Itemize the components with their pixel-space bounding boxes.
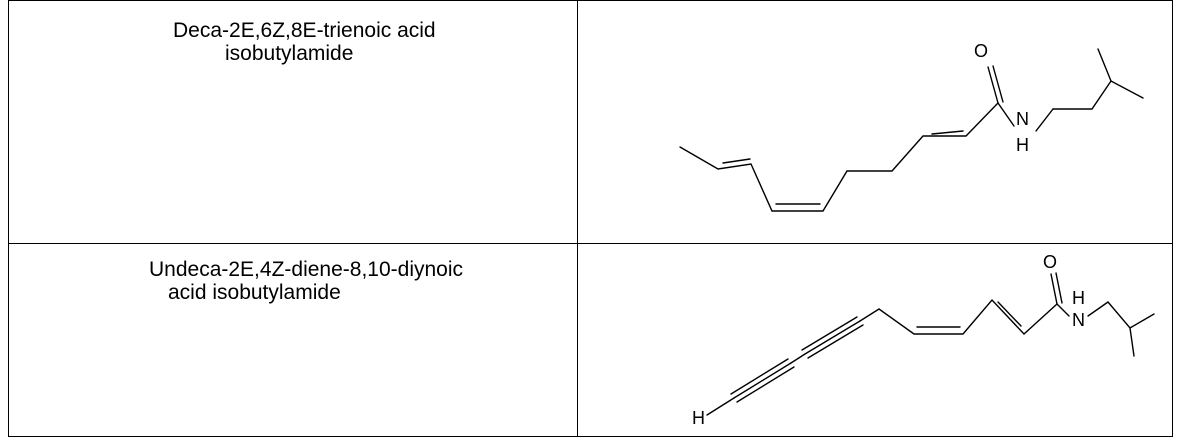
compound-name-line: acid isobutylamide [168,281,341,304]
compound-name-line: Undeca-2E,4Z-diene-8,10-diynoic [149,258,464,281]
table-row: Deca-2E,6Z,8E-trienoic acid isobutylamid… [8,0,1173,244]
table-row: Undeca-2E,4Z-diene-8,10-diynoic acid iso… [8,243,1173,437]
compound-name-cell: Deca-2E,6Z,8E-trienoic acid isobutylamid… [8,0,578,244]
compound-name-cell: Undeca-2E,4Z-diene-8,10-diynoic acid iso… [8,243,578,437]
compound-table: Deca-2E,6Z,8E-trienoic acid isobutylamid… [8,0,1173,437]
atom-oxygen: O [1043,252,1057,272]
atom-oxygen: O [974,41,988,61]
structure-cell: O H N H [577,243,1173,437]
structure-bonds [679,48,1144,212]
atom-terminal-hydrogen: H [692,408,705,428]
structure-bonds [706,272,1155,416]
structure-diagram-undeca-dienediynoic: O H N H [692,252,1155,428]
compound-name: Undeca-2E,4Z-diene-8,10-diynoic acid iso… [149,258,463,304]
atom-nitrogen: N [1016,109,1029,129]
compound-name-line: Deca-2E,6Z,8E-trienoic acid [173,19,436,42]
compound-name-line: isobutylamide [225,42,354,65]
structure-diagram-deca-trienoic: O N H [679,41,1144,212]
atom-hydrogen: H [1072,288,1085,308]
structure-cell: O N H [577,0,1173,244]
atom-hydrogen: H [1016,135,1029,155]
atom-nitrogen: N [1072,310,1085,330]
compound-name: Deca-2E,6Z,8E-trienoic acid isobutylamid… [173,19,436,65]
